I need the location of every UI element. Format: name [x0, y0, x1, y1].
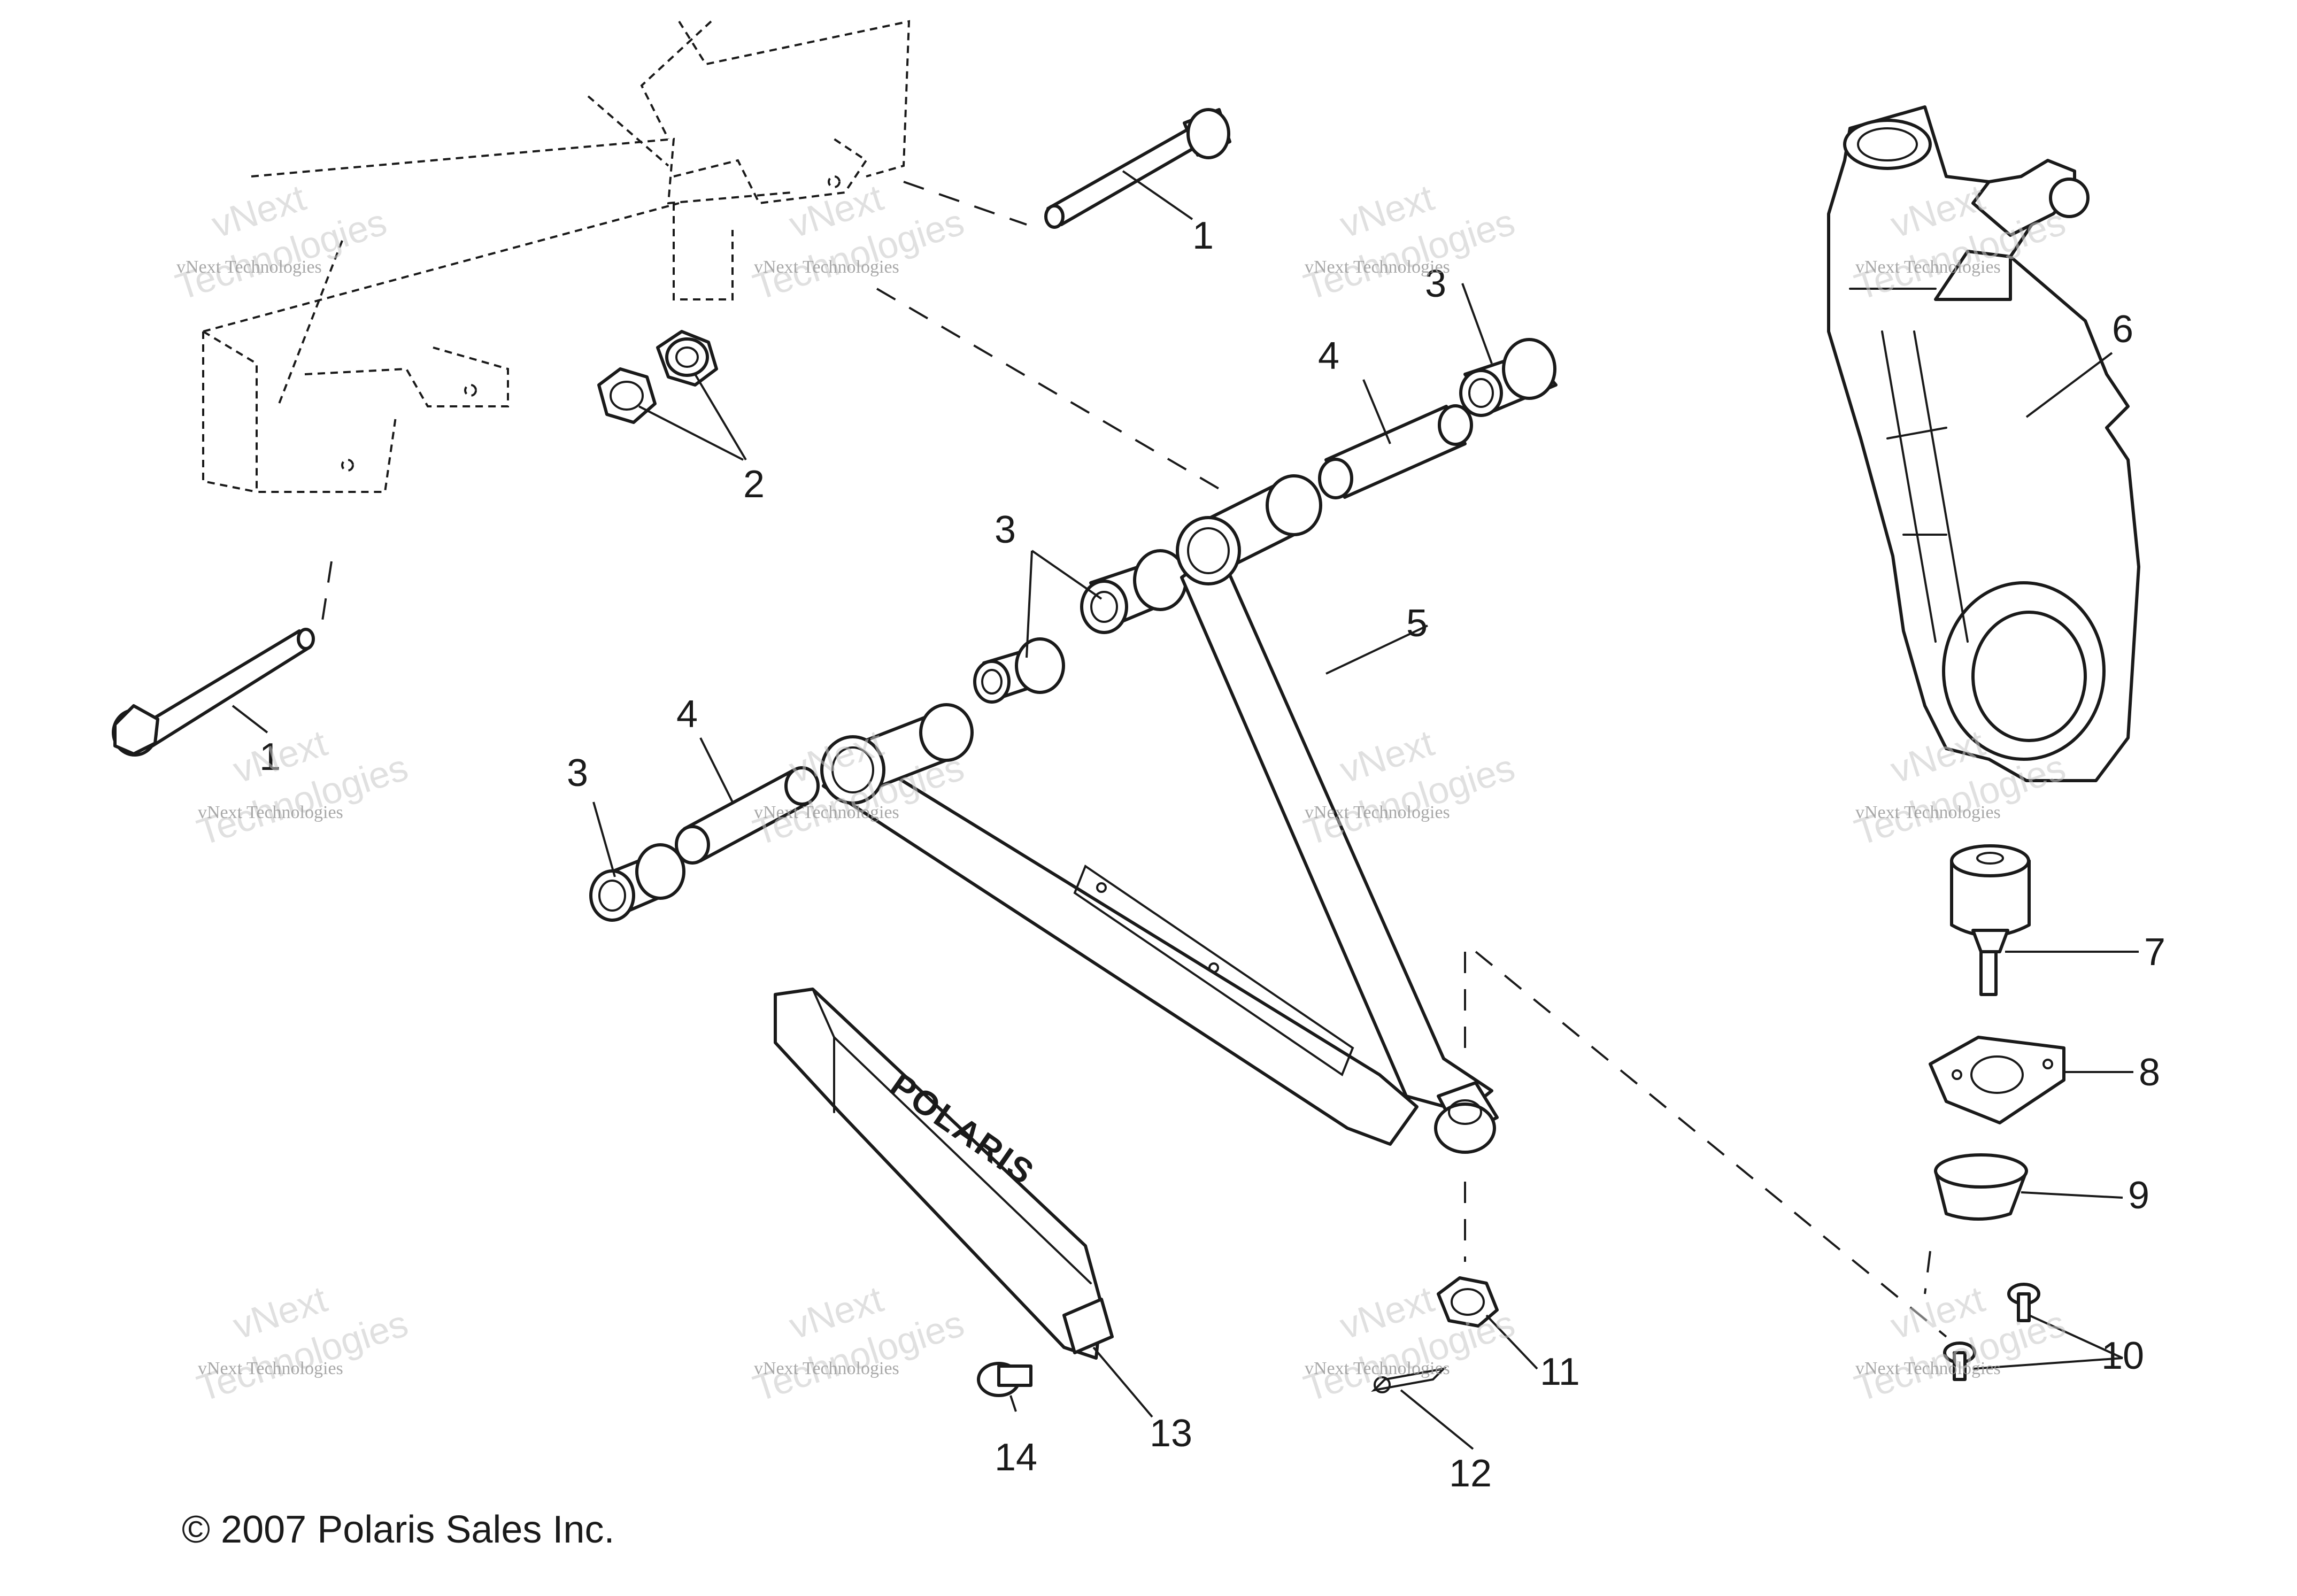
callout-8: 8 — [2139, 1051, 2160, 1094]
watermark-10: vNext Technologies vNext Technologies — [748, 1278, 969, 1409]
dust-cap — [1934, 1153, 2028, 1221]
svg-text:vNext Technologies: vNext Technologies — [1855, 803, 2001, 822]
callout-14: 14 — [995, 1436, 1037, 1479]
sleeve-upper — [1318, 404, 1473, 499]
callout-7: 7 — [2144, 931, 2165, 974]
watermark-3: vNext Technologies vNext Technologies — [1299, 176, 1520, 308]
nut-pair — [597, 330, 718, 424]
vehicle-frame — [202, 20, 911, 493]
svg-text:vNext Technologies: vNext Technologies — [1305, 257, 1450, 277]
callout-3-upper: 3 — [1425, 263, 1446, 305]
svg-text:vNext Technologies: vNext Technologies — [1305, 1359, 1450, 1378]
callout-2: 2 — [743, 463, 765, 506]
callout-labels: 1 1 2 3 3 3 4 4 5 6 7 8 9 10 11 12 13 14 — [259, 214, 2165, 1495]
copyright-notice: © 2007 Polaris Sales Inc. — [182, 1508, 615, 1551]
callout-4-lower: 4 — [676, 693, 698, 736]
callout-11: 11 — [1540, 1351, 1580, 1393]
callout-5: 5 — [1406, 602, 1428, 645]
callout-13: 13 — [1150, 1412, 1192, 1455]
ball-joint — [1950, 844, 2031, 996]
svg-text:vNext Technologies: vNext Technologies — [1305, 803, 1450, 822]
watermark-1: vNext Technologies vNext Technologies — [171, 176, 391, 308]
assembly-lines — [320, 181, 1947, 1338]
ball-joint-plate — [1929, 1036, 2065, 1124]
callout-6: 6 — [2112, 308, 2133, 351]
watermark-7: vNext Technologies vNext Technologies — [1299, 722, 1520, 853]
guard-rivet — [977, 1362, 1032, 1397]
bolt-lower — [112, 628, 315, 757]
callout-1-lower: 1 — [259, 736, 281, 778]
callout-12: 12 — [1449, 1452, 1492, 1495]
svg-text:vNext Technologies: vNext Technologies — [198, 803, 343, 822]
svg-text:vNext Technologies: vNext Technologies — [754, 803, 899, 822]
bolt-top — [1044, 108, 1231, 229]
svg-text:vNext Technologies: vNext Technologies — [754, 1359, 899, 1378]
sleeve-lower — [675, 766, 820, 865]
bushing-middle — [1080, 549, 1188, 634]
cotter-pin — [1371, 1367, 1447, 1393]
callout-4-upper: 4 — [1318, 335, 1339, 377]
watermark-9: vNext Technologies vNext Technologies — [192, 1278, 413, 1409]
watermark-2: vNext Technologies vNext Technologies — [748, 176, 969, 308]
castle-nut — [1437, 1276, 1499, 1328]
svg-text:vNext Technologies: vNext Technologies — [1855, 1359, 2001, 1378]
svg-text:vNext Technologies: vNext Technologies — [754, 257, 899, 277]
plate-bolts — [1943, 1283, 2040, 1381]
callout-3-left: 3 — [567, 752, 588, 795]
bushing-upper-right — [1459, 338, 1558, 417]
steering-knuckle — [1827, 105, 2140, 782]
watermark-5: vNext Technologies vNext Technologies — [192, 722, 413, 853]
bushing-left — [589, 843, 685, 922]
bushing-middle-left — [973, 637, 1065, 704]
svg-text:vNext Technologies: vNext Technologies — [198, 1359, 343, 1378]
a-arm — [820, 474, 1499, 1154]
callout-1-top: 1 — [1192, 214, 1214, 257]
callout-3-middle: 3 — [995, 508, 1016, 551]
leader-lines — [232, 170, 2139, 1450]
callout-9: 9 — [2128, 1174, 2149, 1217]
watermarks: vNext Technologies vNext Technologies vN… — [171, 176, 2070, 1409]
callout-10: 10 — [2101, 1335, 2144, 1377]
svg-text:vNext Technologies: vNext Technologies — [176, 257, 322, 277]
svg-text:vNext Technologies: vNext Technologies — [1855, 257, 2001, 277]
